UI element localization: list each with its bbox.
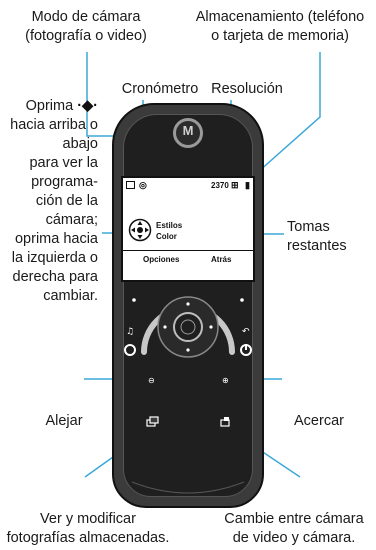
- camera-mode-icon: [126, 181, 135, 189]
- view-photos-label: Ver y modificar fotografías almacenadas.: [6, 511, 170, 546]
- music-key-icon: ♫: [126, 327, 134, 337]
- zoom-in-label: Acercar: [294, 413, 344, 429]
- nav-center-key: [173, 312, 203, 342]
- timer-label: Cronómetro: [121, 81, 199, 97]
- softkey-back[interactable]: Atrás: [211, 255, 232, 264]
- nav-help-label: Oprima ·◆· hacia arriba o abajo para ver…: [10, 98, 98, 304]
- zoom-out-icon: ⊖: [148, 376, 155, 385]
- storage-label: Almacenamiento (teléfono o tarjeta de me…: [195, 9, 365, 44]
- softkey-bar: [123, 250, 253, 251]
- softkey-options[interactable]: Opciones: [143, 255, 180, 264]
- timer-icon: ◎: [139, 180, 147, 190]
- clear-key-icon: ↶: [242, 327, 250, 337]
- nav-key-icon: ·◆·: [77, 98, 98, 114]
- left-softkey-dot: [132, 298, 136, 302]
- shots-count: 2370: [211, 181, 229, 190]
- logo-icon: M: [173, 118, 203, 148]
- storage-leader: [257, 52, 321, 173]
- menu-item-styles[interactable]: Estilos: [156, 221, 183, 230]
- switch-camera-label: Cambie entre cámara de video y cámara.: [224, 511, 364, 546]
- nav-key-icon: [128, 218, 152, 242]
- zoom-out-label: Alejar: [45, 413, 83, 429]
- right-softkey-dot: [240, 298, 244, 302]
- menu-item-color[interactable]: Color: [156, 232, 177, 241]
- zoom-in-icon: ⊕: [222, 376, 229, 385]
- send-key-icon: [124, 344, 136, 356]
- camera-mode-label: Modo de cámara (fotografía o video): [25, 9, 147, 44]
- keypad: ♫ ↶ ⊖ ⊕: [124, 296, 252, 494]
- resolution-label: Resolución: [211, 81, 283, 97]
- phone-screen: ◎ 2370 ⊞ ▮ Estilos Color Opciones Atrás: [121, 176, 255, 282]
- resolution-icon: ⊞: [231, 180, 239, 190]
- storage-icon: ▮: [245, 180, 250, 190]
- shots-left-label: Tomas restantes: [287, 219, 347, 254]
